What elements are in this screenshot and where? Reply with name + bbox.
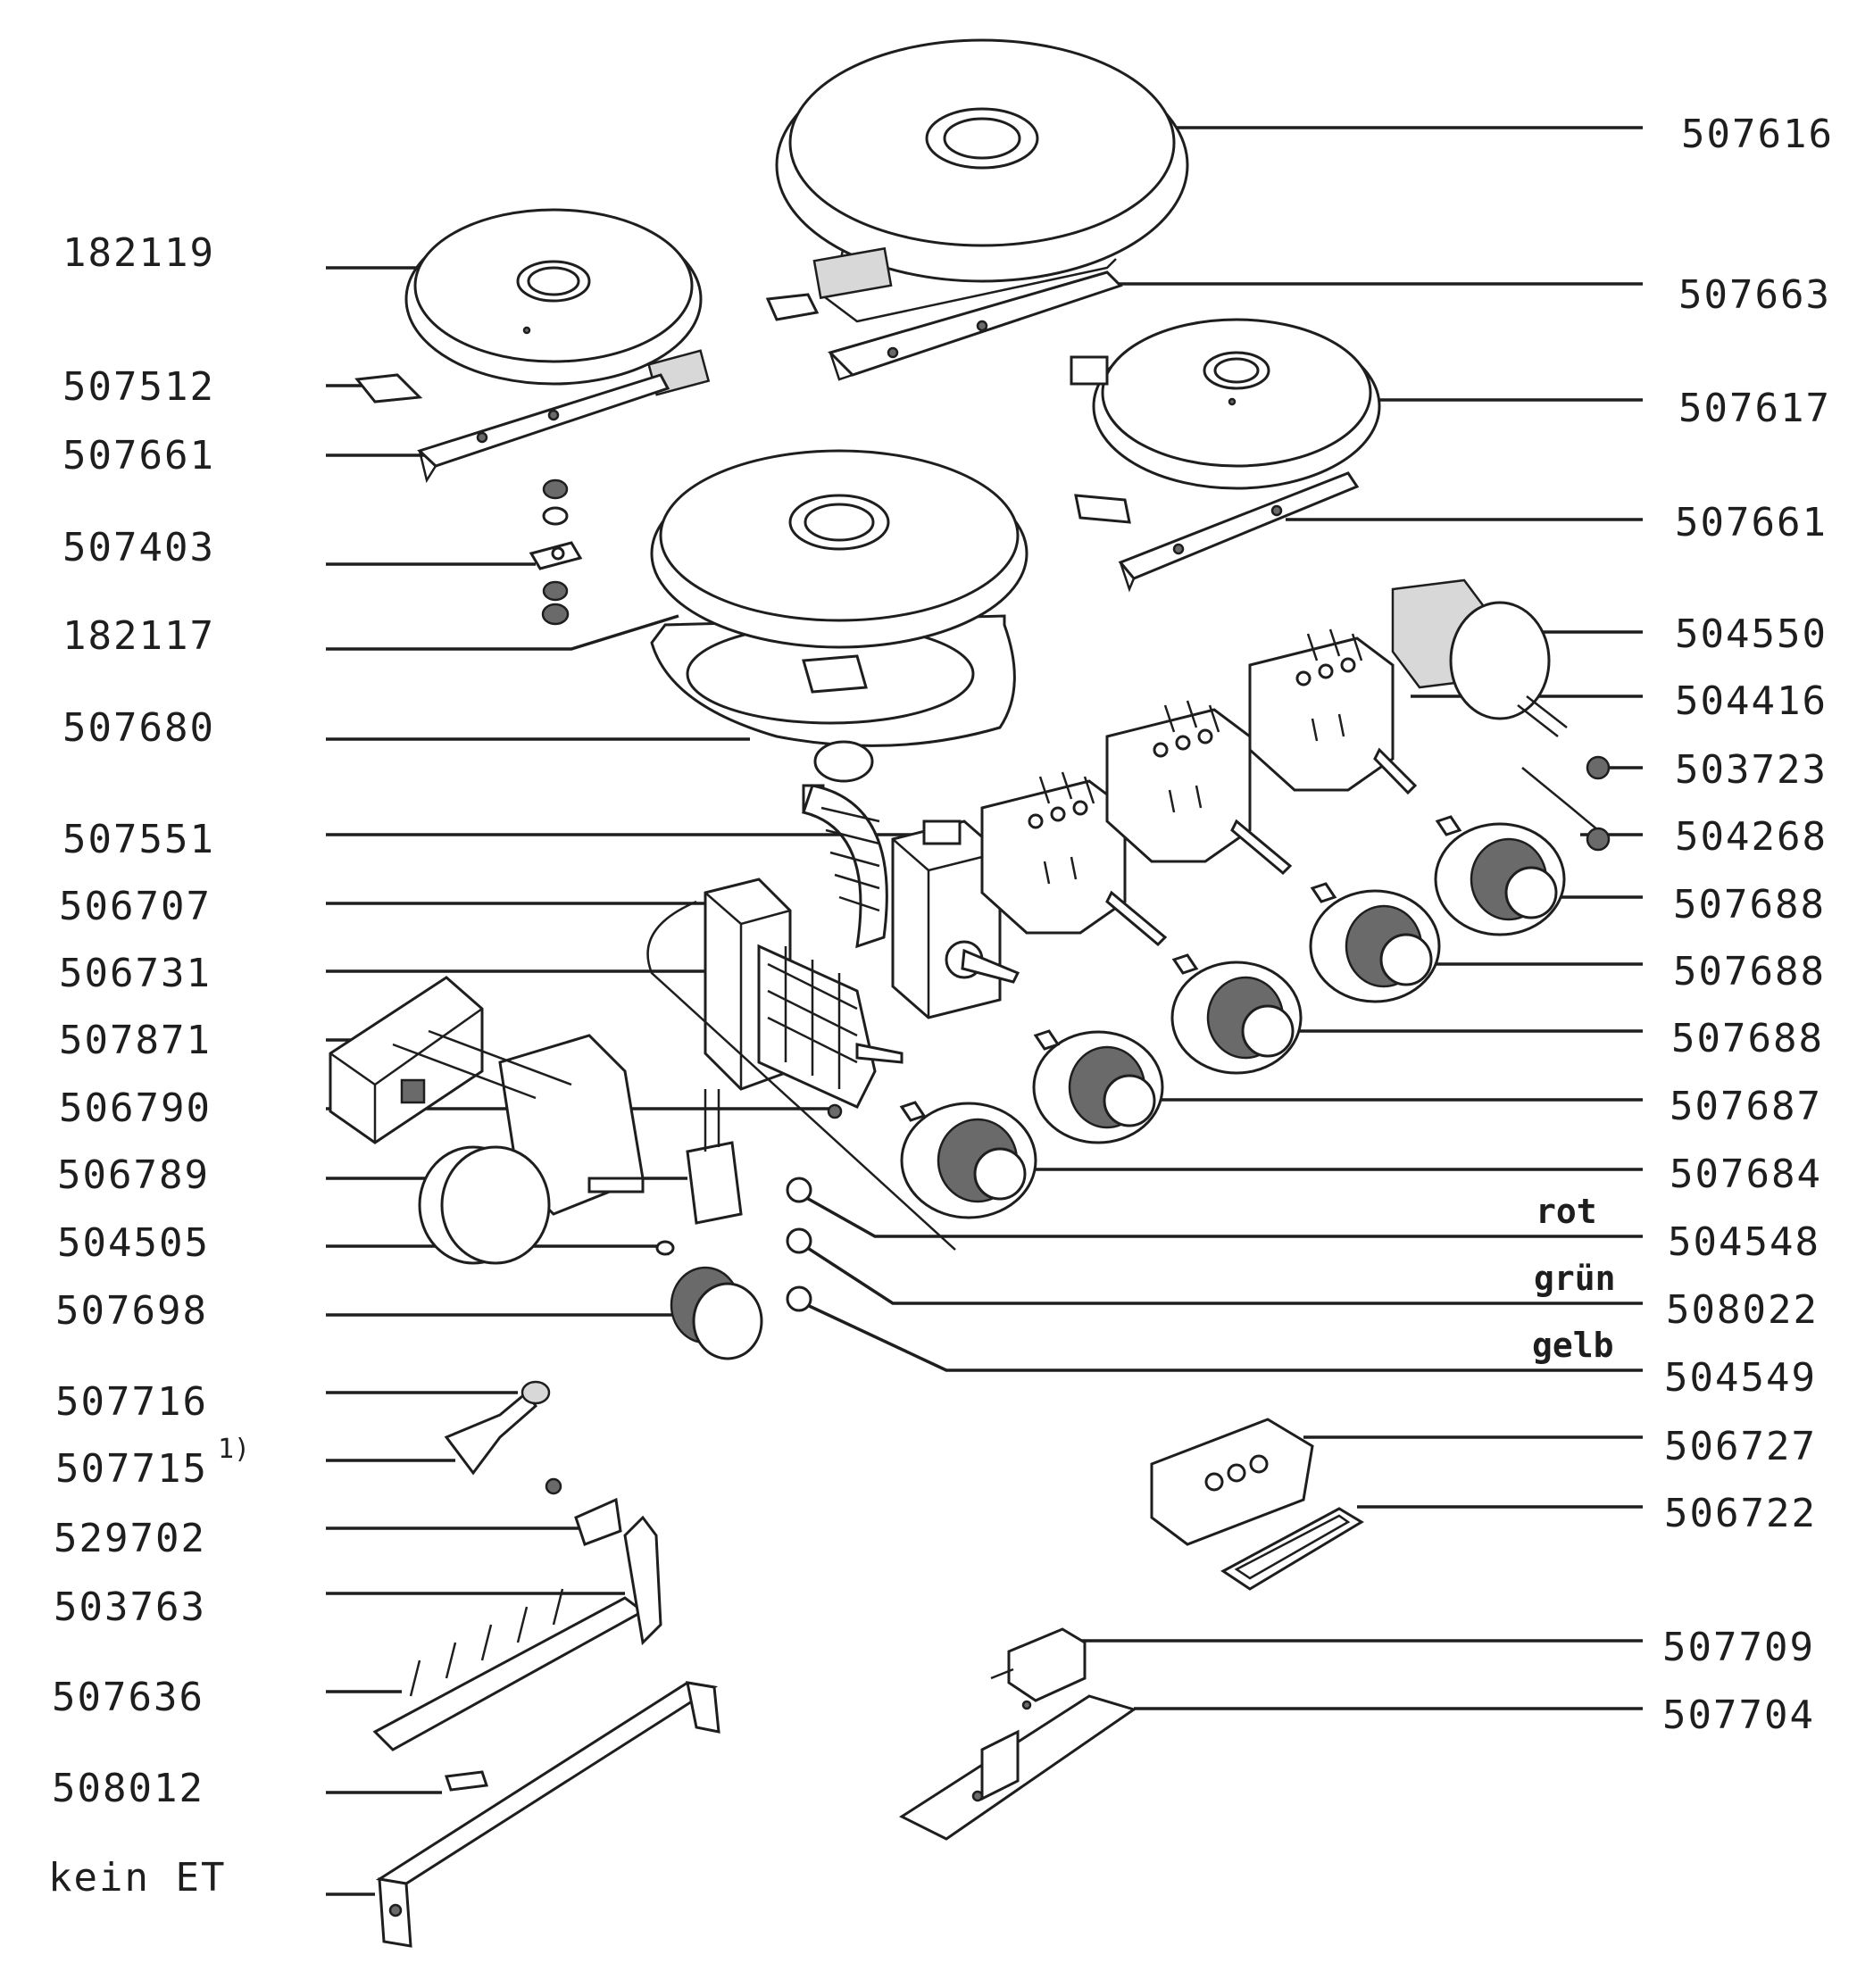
bracket-507704 xyxy=(898,1694,1137,1841)
part-label-507551: 507551 xyxy=(62,817,215,862)
switch-block-506727 xyxy=(1150,1418,1314,1546)
part-label-507709: 507709 xyxy=(1662,1625,1815,1670)
part-label-507663: 507663 xyxy=(1678,272,1831,318)
rotary-switch-row xyxy=(980,628,1418,947)
microswitch-507709 xyxy=(990,1627,1087,1702)
part-label-504549: 504549 xyxy=(1664,1355,1817,1401)
screw-529702 xyxy=(545,1477,562,1495)
part-label-507698: 507698 xyxy=(55,1288,208,1334)
part-label-507687: 507687 xyxy=(1670,1084,1822,1129)
lamp-504549 xyxy=(786,1285,812,1312)
part-label-507636: 507636 xyxy=(52,1675,204,1720)
knob-507688-bottom xyxy=(1170,953,1303,1075)
leader-504549 xyxy=(803,1302,1643,1372)
part-label-504268: 504268 xyxy=(1675,814,1828,860)
gasket-506722 xyxy=(1220,1507,1364,1591)
energy-regulator-507551 xyxy=(802,740,1020,1019)
leader-182117 xyxy=(326,614,679,651)
part-label-507617: 507617 xyxy=(1678,386,1831,431)
leader-lines xyxy=(326,126,1643,1896)
part-label-507661-right: 507661 xyxy=(1675,500,1828,545)
part-label-508012: 508012 xyxy=(52,1766,204,1811)
part-label-507688-middle: 507688 xyxy=(1673,949,1826,994)
terminal-block-507636 xyxy=(372,1515,662,1751)
part-label-507680: 507680 xyxy=(62,705,215,751)
long-bracket-kein-et xyxy=(375,1681,720,1948)
hotplate-right xyxy=(1070,318,1381,490)
part-label-504548: 504548 xyxy=(1668,1219,1820,1265)
part-label-506707: 506707 xyxy=(59,884,212,929)
hotplate-large-back xyxy=(775,38,1189,323)
part-label-507715: 507715 xyxy=(55,1446,208,1492)
timer-switch-506707 xyxy=(704,878,904,1109)
part-label-508022: 508022 xyxy=(1666,1287,1819,1333)
rotary-switch-2 xyxy=(1105,700,1293,876)
part-label-507688-bottom: 507688 xyxy=(1671,1016,1824,1061)
part-label-507512: 507512 xyxy=(62,364,215,410)
footnote-marker: 1) xyxy=(218,1434,250,1465)
right-label-column: 507616 507663 507617 507661 504550 50441… xyxy=(1532,112,1834,1738)
part-label-506790: 506790 xyxy=(59,1085,212,1131)
leader-504548 xyxy=(803,1194,1643,1238)
lamp-holder-506789 xyxy=(686,1089,743,1225)
bracket-507661-left xyxy=(354,373,670,484)
left-label-column: 182119 507512 507661 507403 182117 50768… xyxy=(48,230,250,1901)
clock-assembly-507871 xyxy=(329,976,645,1265)
hotplate-front-182117 xyxy=(650,449,1028,747)
part-label-506722: 506722 xyxy=(1664,1491,1817,1536)
part-label-504505: 504505 xyxy=(57,1220,210,1266)
part-label-507704: 507704 xyxy=(1662,1693,1815,1738)
part-label-507684: 507684 xyxy=(1670,1152,1822,1197)
spring-504268 xyxy=(1521,767,1611,852)
wire-color-gruen: grün xyxy=(1534,1259,1616,1298)
part-label-506727: 506727 xyxy=(1664,1424,1817,1469)
knob-507684 xyxy=(899,1101,1037,1219)
knob-507688-top xyxy=(1434,815,1566,936)
lamp-508022 xyxy=(786,1227,812,1254)
thermal-fuse-507716 xyxy=(444,1380,551,1476)
part-label-507616: 507616 xyxy=(1681,112,1834,157)
screw-506790 xyxy=(827,1103,843,1119)
clip-504505 xyxy=(655,1240,675,1256)
part-label-503723: 503723 xyxy=(1675,747,1828,793)
wire-color-rot: rot xyxy=(1536,1192,1597,1231)
part-label-182117: 182117 xyxy=(62,613,215,659)
knob-507687 xyxy=(1032,1029,1164,1144)
part-label-182119: 182119 xyxy=(62,230,215,276)
part-label-507871: 507871 xyxy=(59,1018,212,1063)
part-label-529702: 529702 xyxy=(54,1516,206,1561)
leader-508022 xyxy=(803,1244,1643,1305)
bracket-508012 xyxy=(444,1770,489,1792)
part-label-506789: 506789 xyxy=(57,1152,210,1198)
hotplate-small-left xyxy=(404,208,711,396)
wire-lead-506731 xyxy=(646,900,956,1251)
part-label-504550: 504550 xyxy=(1675,611,1828,657)
part-label-506731: 506731 xyxy=(59,951,212,996)
bracket-507663 xyxy=(765,270,1123,381)
bracket-507661-right xyxy=(1074,471,1360,593)
knob-507688-middle xyxy=(1309,882,1441,1003)
part-label-507688-top: 507688 xyxy=(1673,882,1826,927)
wire-color-gelb: gelb xyxy=(1532,1326,1614,1365)
part-label-507716: 507716 xyxy=(55,1379,208,1425)
screw-503723 xyxy=(1517,695,1611,780)
part-label-504416: 504416 xyxy=(1675,678,1828,724)
part-label-507403: 507403 xyxy=(62,525,215,570)
rotary-switch-1 xyxy=(980,771,1168,947)
rotary-switch-3 xyxy=(1248,628,1418,795)
knob-507698 xyxy=(670,1266,763,1360)
pilot-lamp-504550 xyxy=(1391,578,1551,720)
nut-stack-507403 xyxy=(529,478,583,626)
bracket-529702 xyxy=(574,1497,622,1546)
part-label-kein-et: kein ET xyxy=(48,1855,226,1901)
lamp-504548 xyxy=(786,1177,812,1203)
part-label-507661-left: 507661 xyxy=(62,433,215,478)
part-label-503763: 503763 xyxy=(54,1585,206,1630)
